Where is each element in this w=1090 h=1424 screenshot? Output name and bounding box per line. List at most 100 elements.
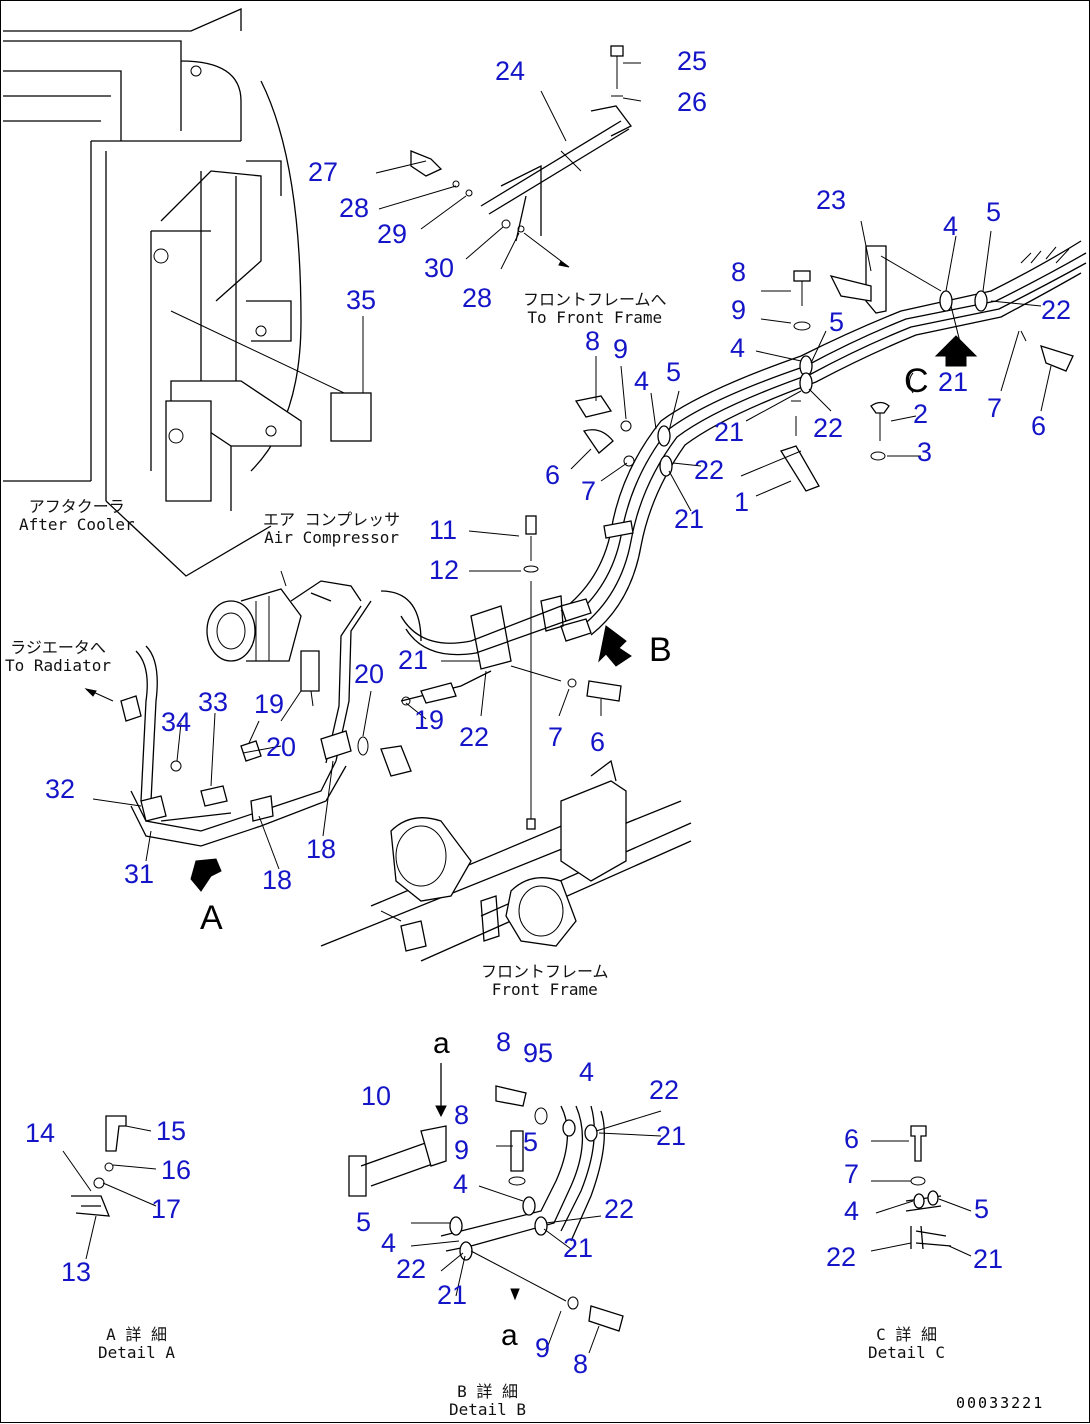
detail-b-callout-4-left[interactable]: 4 — [381, 1228, 397, 1258]
front-frame-drawing — [320, 759, 692, 962]
callout-19-right[interactable]: 19 — [414, 705, 445, 735]
callout-25[interactable]: 25 — [677, 46, 708, 76]
callout-1[interactable]: 1 — [734, 487, 750, 517]
callout-6-mid[interactable]: 6 — [545, 460, 561, 490]
view-a-arrow — [190, 858, 222, 892]
callout-9-mid[interactable]: 9 — [613, 334, 629, 364]
callout-5-center[interactable]: 5 — [666, 357, 682, 387]
detail-b-callout-5-left[interactable]: 5 — [356, 1207, 372, 1237]
detail-b-callout-22-top[interactable]: 22 — [649, 1075, 680, 1105]
detail-a-callout-14[interactable]: 14 — [25, 1118, 56, 1148]
detail-b-callout-4-top[interactable]: 4 — [579, 1057, 595, 1087]
callout-4-top[interactable]: 4 — [943, 211, 959, 241]
detail-c-callout-21[interactable]: 21 — [973, 1244, 1004, 1274]
detail-b-callout-21-top[interactable]: 21 — [656, 1121, 687, 1151]
mid-fittings — [574, 395, 635, 467]
detail-b-callout-8-bottom[interactable]: 8 — [573, 1349, 589, 1379]
callout-30[interactable]: 30 — [424, 253, 455, 283]
callout-12[interactable]: 12 — [429, 555, 460, 585]
callout-27[interactable]: 27 — [308, 157, 339, 187]
callout-22-mid[interactable]: 22 — [813, 413, 844, 443]
front-frame-label-jp: フロントフレーム — [481, 962, 609, 981]
callout-20-left[interactable]: 20 — [266, 732, 297, 762]
detail-b-drawing — [348, 1063, 624, 1332]
detail-a-callout-16[interactable]: 16 — [161, 1155, 192, 1185]
detail-c-callout-5[interactable]: 5 — [974, 1194, 990, 1224]
callout-22-center[interactable]: 22 — [694, 455, 725, 485]
callout-34[interactable]: 34 — [161, 707, 192, 737]
callout-22-lower[interactable]: 22 — [459, 722, 490, 752]
callout-5-top[interactable]: 5 — [986, 197, 1002, 227]
callout-24[interactable]: 24 — [495, 56, 526, 86]
callout-28-top[interactable]: 28 — [339, 193, 370, 223]
after-cooler-label: アフタクーラ After Cooler — [19, 497, 135, 535]
detail-a-callout-17[interactable]: 17 — [151, 1194, 182, 1224]
detail-a-callout-15[interactable]: 15 — [156, 1116, 187, 1146]
callout-29[interactable]: 29 — [377, 219, 408, 249]
detail-c-callout-4[interactable]: 4 — [844, 1196, 860, 1226]
callout-6-lower[interactable]: 6 — [590, 727, 606, 757]
detail-c-label: C 詳 細 Detail C — [868, 1325, 945, 1363]
callout-33[interactable]: 33 — [198, 687, 229, 717]
detail-b-label: B 詳 細 Detail B — [449, 1382, 527, 1420]
view-letter-a: A — [200, 899, 223, 937]
detail-b-callout-10[interactable]: 10 — [361, 1081, 392, 1111]
callout-18-left[interactable]: 18 — [262, 865, 293, 895]
detail-a-label-jp: A 詳 細 — [106, 1325, 167, 1344]
after-cooler-label-jp: アフタクーラ — [28, 497, 125, 516]
callout-21-top[interactable]: 21 — [938, 367, 969, 397]
detail-b-callout-8-top[interactable]: 8 — [496, 1027, 512, 1057]
callout-2[interactable]: 2 — [913, 399, 929, 429]
callout-7-top[interactable]: 7 — [987, 393, 1003, 423]
callout-19-left[interactable]: 19 — [254, 689, 285, 719]
detail-b-callout-9-mid[interactable]: 9 — [454, 1135, 470, 1165]
callout-21-lower[interactable]: 21 — [398, 645, 429, 675]
detail-b-callout-8-mid[interactable]: 8 — [454, 1100, 470, 1130]
callout-8-mid[interactable]: 8 — [585, 326, 601, 356]
detail-a-callout-13[interactable]: 13 — [61, 1257, 92, 1287]
detail-c-callout-7[interactable]: 7 — [844, 1159, 860, 1189]
callout-5-mid[interactable]: 5 — [829, 307, 845, 337]
callout-20-top[interactable]: 20 — [354, 659, 385, 689]
detail-b-callout-9-bottom[interactable]: 9 — [535, 1333, 551, 1363]
detail-b-callout-21-bottom[interactable]: 21 — [437, 1280, 468, 1310]
detail-c-callout-6[interactable]: 6 — [844, 1124, 860, 1154]
callout-3[interactable]: 3 — [917, 437, 933, 467]
detail-b-callout-95[interactable]: 95 — [523, 1038, 554, 1068]
callout-22-top[interactable]: 22 — [1041, 295, 1072, 325]
callout-23[interactable]: 23 — [816, 185, 847, 215]
detail-c-callout-22[interactable]: 22 — [826, 1242, 857, 1272]
callout-11[interactable]: 11 — [429, 515, 458, 545]
callout-35[interactable]: 35 — [346, 285, 377, 315]
to-radiator-label-en: To Radiator — [5, 656, 111, 676]
callout-6-top[interactable]: 6 — [1031, 411, 1047, 441]
callout-32[interactable]: 32 — [45, 774, 76, 804]
detail-b-callout-4-mid[interactable]: 4 — [453, 1169, 469, 1199]
callout-7-lower[interactable]: 7 — [548, 722, 564, 752]
to-radiator-label: ラジエータへ To Radiator — [5, 638, 111, 676]
callout-18-right[interactable]: 18 — [306, 834, 337, 864]
callout-26[interactable]: 26 — [677, 87, 708, 117]
callout-9[interactable]: 9 — [731, 295, 747, 325]
callout-7-mid[interactable]: 7 — [581, 476, 597, 506]
section-letter-a-top: a — [433, 1027, 450, 1060]
main-hose-bundle — [560, 240, 1087, 642]
detail-b-callout-21-mid[interactable]: 21 — [563, 1233, 594, 1263]
after-cooler-label-en: After Cooler — [19, 515, 135, 535]
callout-21-center[interactable]: 21 — [674, 504, 705, 534]
leader-lines — [62, 62, 1052, 1354]
detail-b-callout-22-left[interactable]: 22 — [396, 1254, 427, 1284]
detail-b-callout-22-mid[interactable]: 22 — [604, 1194, 635, 1224]
detail-b-label-en: Detail B — [449, 1400, 527, 1420]
air-compressor-drawing — [206, 570, 422, 764]
view-letter-b: B — [649, 631, 672, 669]
callout-4-mid[interactable]: 4 — [730, 333, 746, 363]
air-compressor-label-jp: エア コンプレッサ — [263, 510, 401, 529]
callout-21-mid[interactable]: 21 — [714, 417, 745, 447]
callout-31[interactable]: 31 — [124, 859, 155, 889]
callout-4-center[interactable]: 4 — [634, 366, 650, 396]
callout-8[interactable]: 8 — [731, 257, 747, 287]
detail-b-callout-5-mid[interactable]: 5 — [523, 1127, 539, 1157]
callout-28-bottom[interactable]: 28 — [462, 283, 493, 313]
